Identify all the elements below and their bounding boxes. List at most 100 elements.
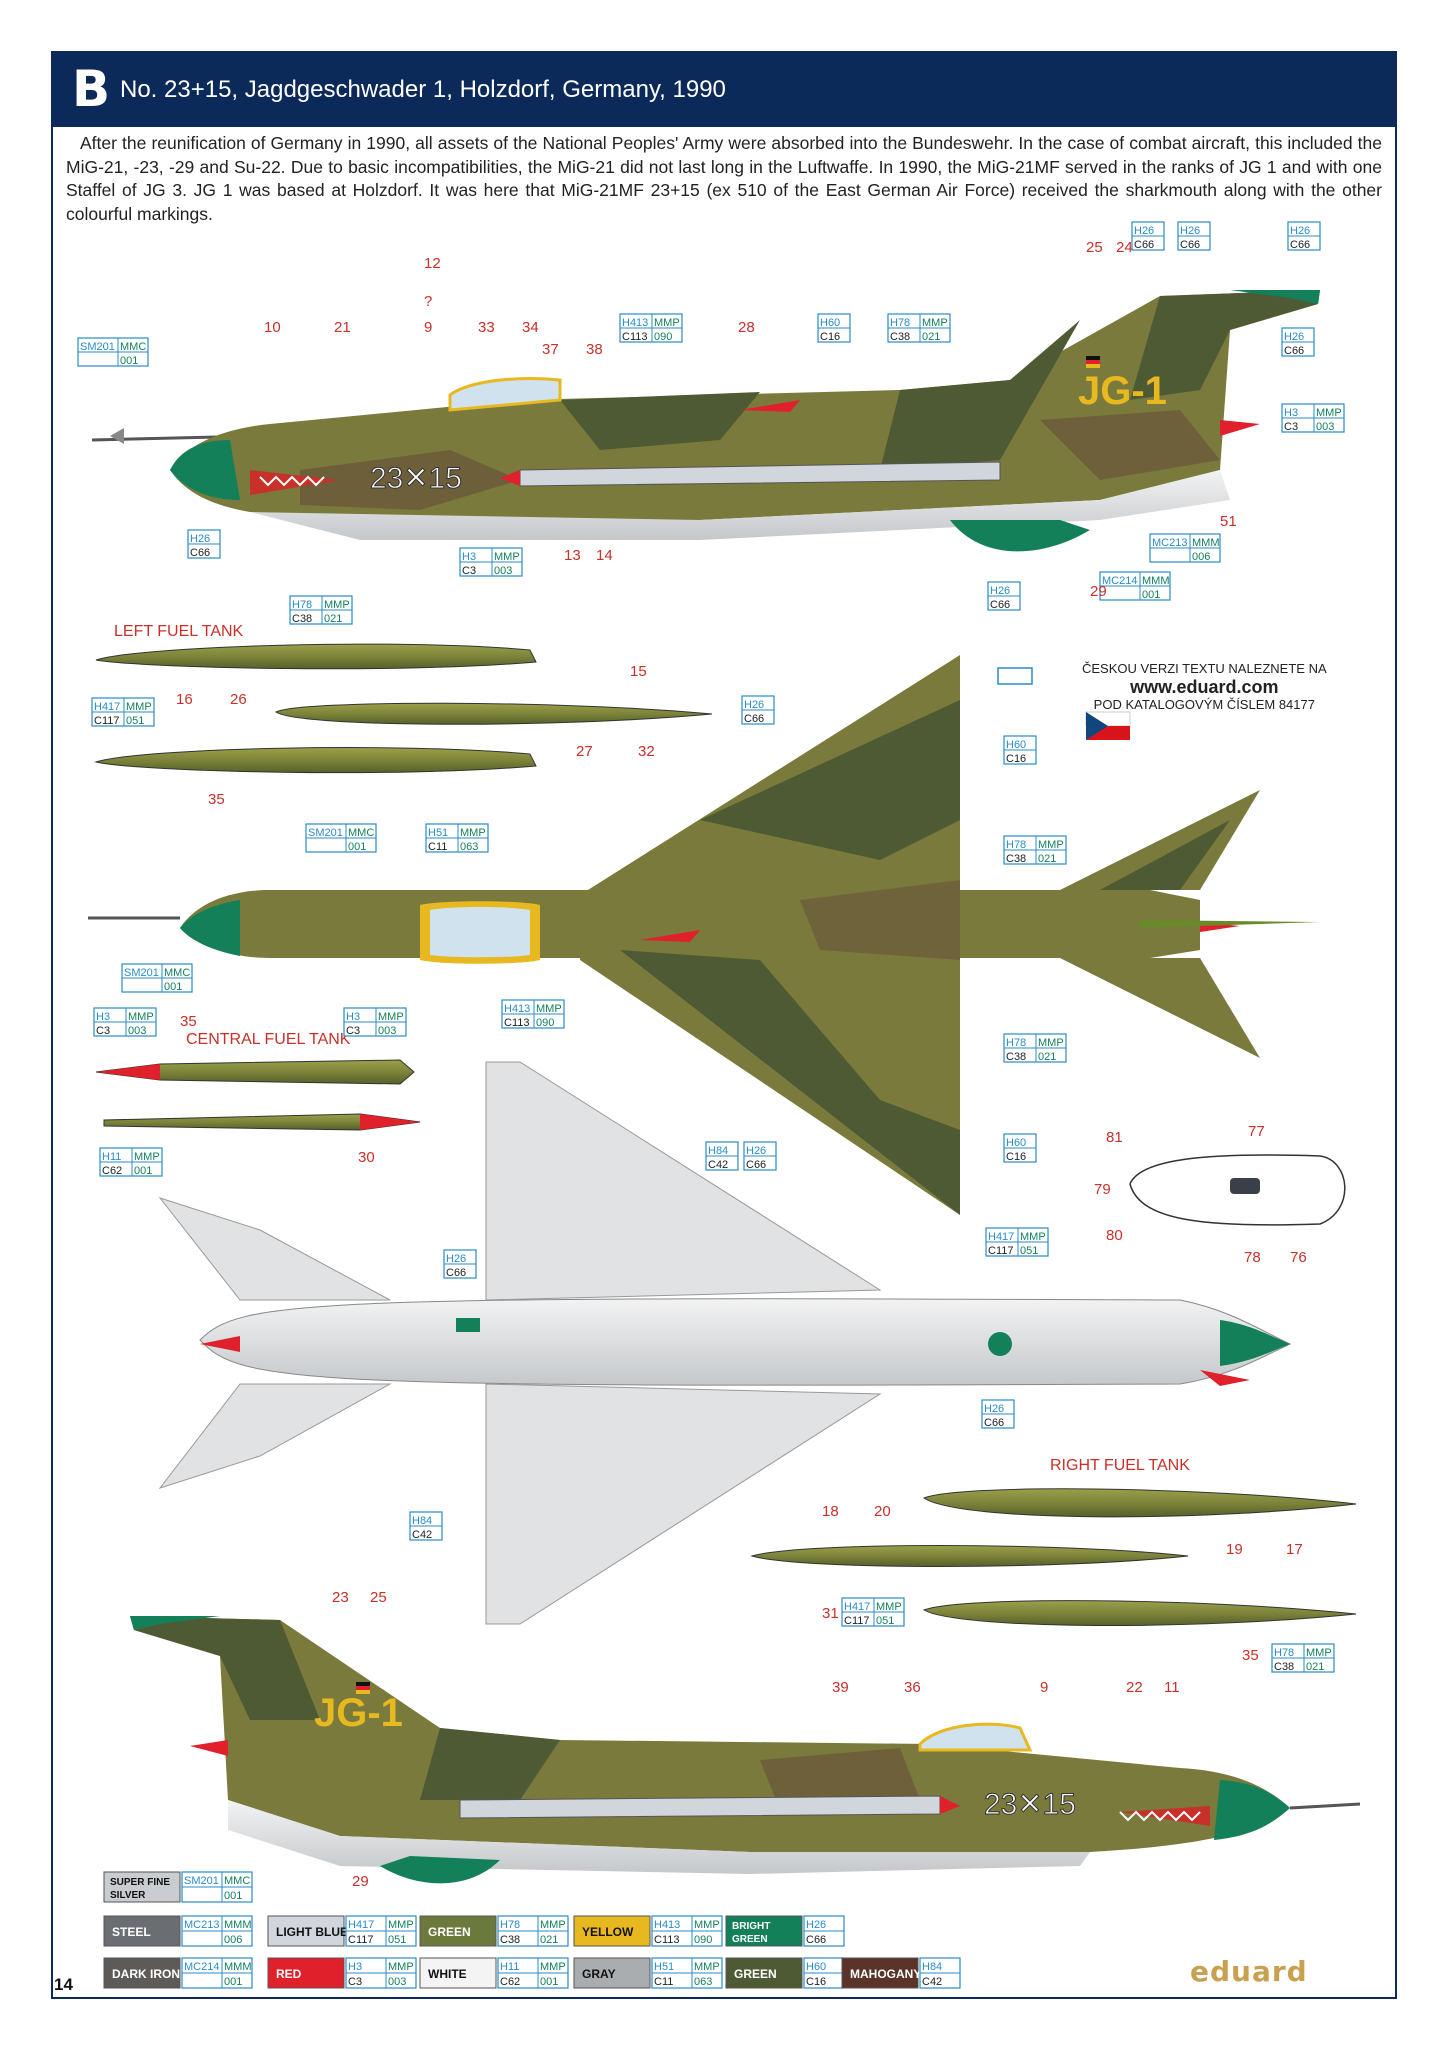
legend-name: GREEN [732,1934,768,1945]
callout-code-bottom: C16 [1006,1151,1026,1163]
description-text: After the reunification of Germany in 19… [66,133,1382,224]
legend-brand-bottom: 090 [694,1934,712,1946]
part-number: 27 [576,743,593,760]
serial-bottom: 23✕15 [984,1788,1076,1821]
part-number: 17 [1286,1541,1303,1558]
legend-swatch [103,1957,181,1989]
callout-code-top: H78 [1006,839,1026,851]
callout-brand-top: MMP [654,317,680,329]
description: After the reunification of Germany in 19… [66,132,1382,226]
legend-code-bottom: C42 [922,1976,942,1988]
part-number: 77 [1248,1123,1265,1140]
callout-brand-bottom: 021 [324,613,342,625]
callout-code-top: H60 [820,317,840,329]
callout-brand-top: MMP [1038,839,1064,851]
callout-code-bottom: C38 [1006,1051,1026,1063]
legend-code-bottom: C66 [806,1934,826,1946]
callout-code-top: H26 [746,1145,766,1157]
legend-name: BRIGHT [732,1921,770,1932]
legend-swatch [267,1957,345,1989]
legend-swatch [573,1915,651,1947]
part-number: 35 [180,1013,197,1030]
czech-note-url[interactable]: www.eduard.com [1130,677,1279,697]
callout-code-top: H417 [844,1601,870,1613]
callout-code-top: H51 [428,827,448,839]
legend-code-top: H78 [500,1919,520,1931]
part-number: 14 [596,547,613,564]
callout-brand-top: MMC [120,341,146,353]
callout-brand-bottom: 021 [1038,1051,1056,1063]
legend-name: GRAY [582,1967,616,1981]
bottom-view [158,1061,1292,1625]
part-number: ? [424,293,432,310]
callout-code-top: H84 [708,1145,728,1157]
legend-name: GREEN [734,1967,777,1981]
legend-brand-top: MMP [540,1919,566,1931]
callout-brand-top: MMP [1316,407,1342,419]
callout-code-bottom: C117 [94,715,119,727]
callout-code-top: H78 [1006,1037,1026,1049]
part-number: 29 [1090,583,1107,600]
legend-name: MAHOGANY [850,1967,921,1981]
callout-brand-top: MMP [1306,1647,1332,1659]
callout-brand-top: MMM [1142,575,1170,587]
callout-brand-top: MMM [1192,537,1220,549]
legend-swatch [419,1957,497,1989]
callout-code-top: H26 [744,699,764,711]
callout-code-top: H26 [984,1403,1004,1415]
callout-brand-bottom: 003 [494,565,512,577]
part-number: 16 [176,691,193,708]
legend-code-bottom: C113 [654,1934,679,1946]
callout-code-top: H26 [1290,225,1310,237]
legend-code-top: H26 [806,1919,826,1931]
callout-brand-bottom: 003 [128,1025,146,1037]
callout-code-bottom: C62 [102,1165,122,1177]
page-frame [51,51,1397,1999]
legend-code-bottom: C117 [348,1934,373,1946]
part-number: 25 [1086,239,1103,256]
legend-name: WHITE [428,1967,467,1981]
callout-brand-top: MMP [922,317,948,329]
legend-swatch [267,1915,345,1947]
czech-note-catalog: POD KATALOGOVÝM ČÍSLEM 84177 [1093,697,1315,712]
callout-brand-bottom: 051 [126,715,144,727]
callout-code-bottom: C11 [428,841,447,853]
callout-code-bottom: C66 [744,713,764,725]
legend-brand-bottom: 001 [224,1976,242,1988]
legend-brand-top: MMP [540,1961,566,1973]
legend-brand-bottom: 021 [540,1934,558,1946]
callout-brand-top: MMC [164,967,190,979]
callout-brand-bottom: 001 [348,841,366,853]
callout-code-top: H417 [94,701,120,713]
tail-code-bottom: JG-1 [314,1691,403,1735]
callout-code-bottom: C66 [1290,239,1310,251]
side-profile-left: JG-1 23✕15 [91,290,1320,552]
part-number: 28 [738,319,755,336]
callout-code-bottom: C66 [1180,239,1200,251]
callout-code-bottom: C66 [984,1417,1004,1429]
callout-brand-bottom: 063 [460,841,478,853]
callout-brand-bottom: 021 [1038,853,1056,865]
part-number: 36 [904,1679,921,1696]
callout-brand-bottom: 003 [378,1025,396,1037]
